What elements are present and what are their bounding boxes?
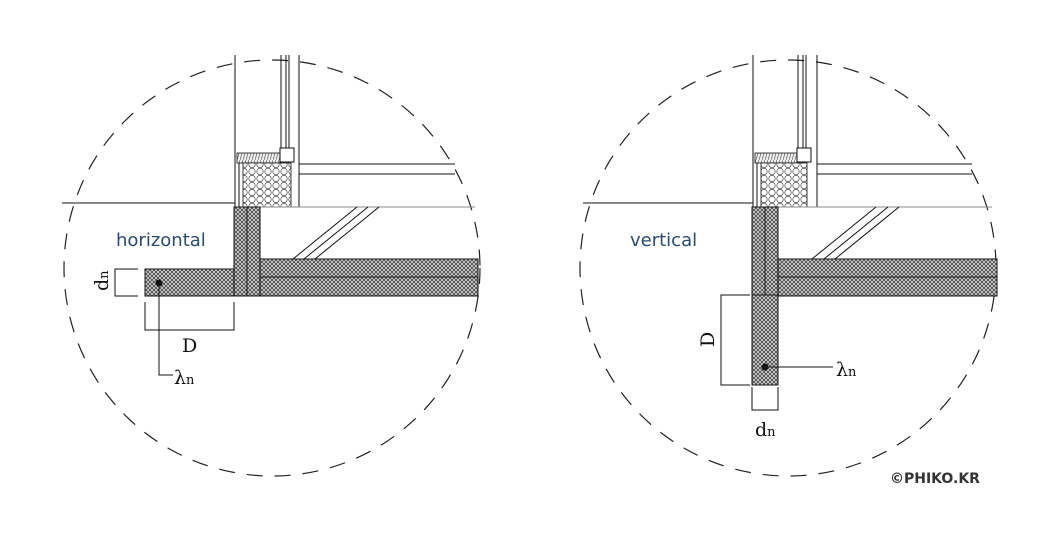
window-frame <box>796 147 812 163</box>
svg-text:dn: dn <box>91 270 113 291</box>
diagram-label: horizontal <box>116 230 206 251</box>
conductivity-label: λn <box>174 367 195 389</box>
floor-lines <box>62 163 475 260</box>
diagram-label: vertical <box>630 230 697 251</box>
vertical-diagram: vertical D λn dn <box>579 55 998 477</box>
detail-circle <box>63 59 481 477</box>
svg-text:D: D <box>697 332 719 347</box>
wall-insulation <box>760 162 808 208</box>
wall <box>234 55 300 207</box>
conductivity-leader <box>158 283 173 376</box>
conductivity-label: λn <box>836 359 857 381</box>
wall-insulation <box>242 162 292 208</box>
depth-label: D <box>182 335 197 357</box>
depth-dimension <box>720 294 750 386</box>
wall-insulation-top <box>754 152 800 164</box>
thickness-dimension <box>751 387 779 411</box>
thickness-label: dn <box>755 419 776 441</box>
wall-insulation-top <box>236 152 282 164</box>
thickness-label: dn <box>91 270 113 291</box>
wall <box>752 55 818 207</box>
depth-dimension <box>144 302 235 331</box>
thickness-dimension <box>114 268 138 297</box>
depth-label: D <box>697 332 719 347</box>
horizontal-diagram: horizontal dn D λn <box>62 55 481 477</box>
copyright-text: ©PHIKO.KR <box>890 471 980 487</box>
floor-lines <box>583 163 992 260</box>
window-frame <box>279 147 295 163</box>
